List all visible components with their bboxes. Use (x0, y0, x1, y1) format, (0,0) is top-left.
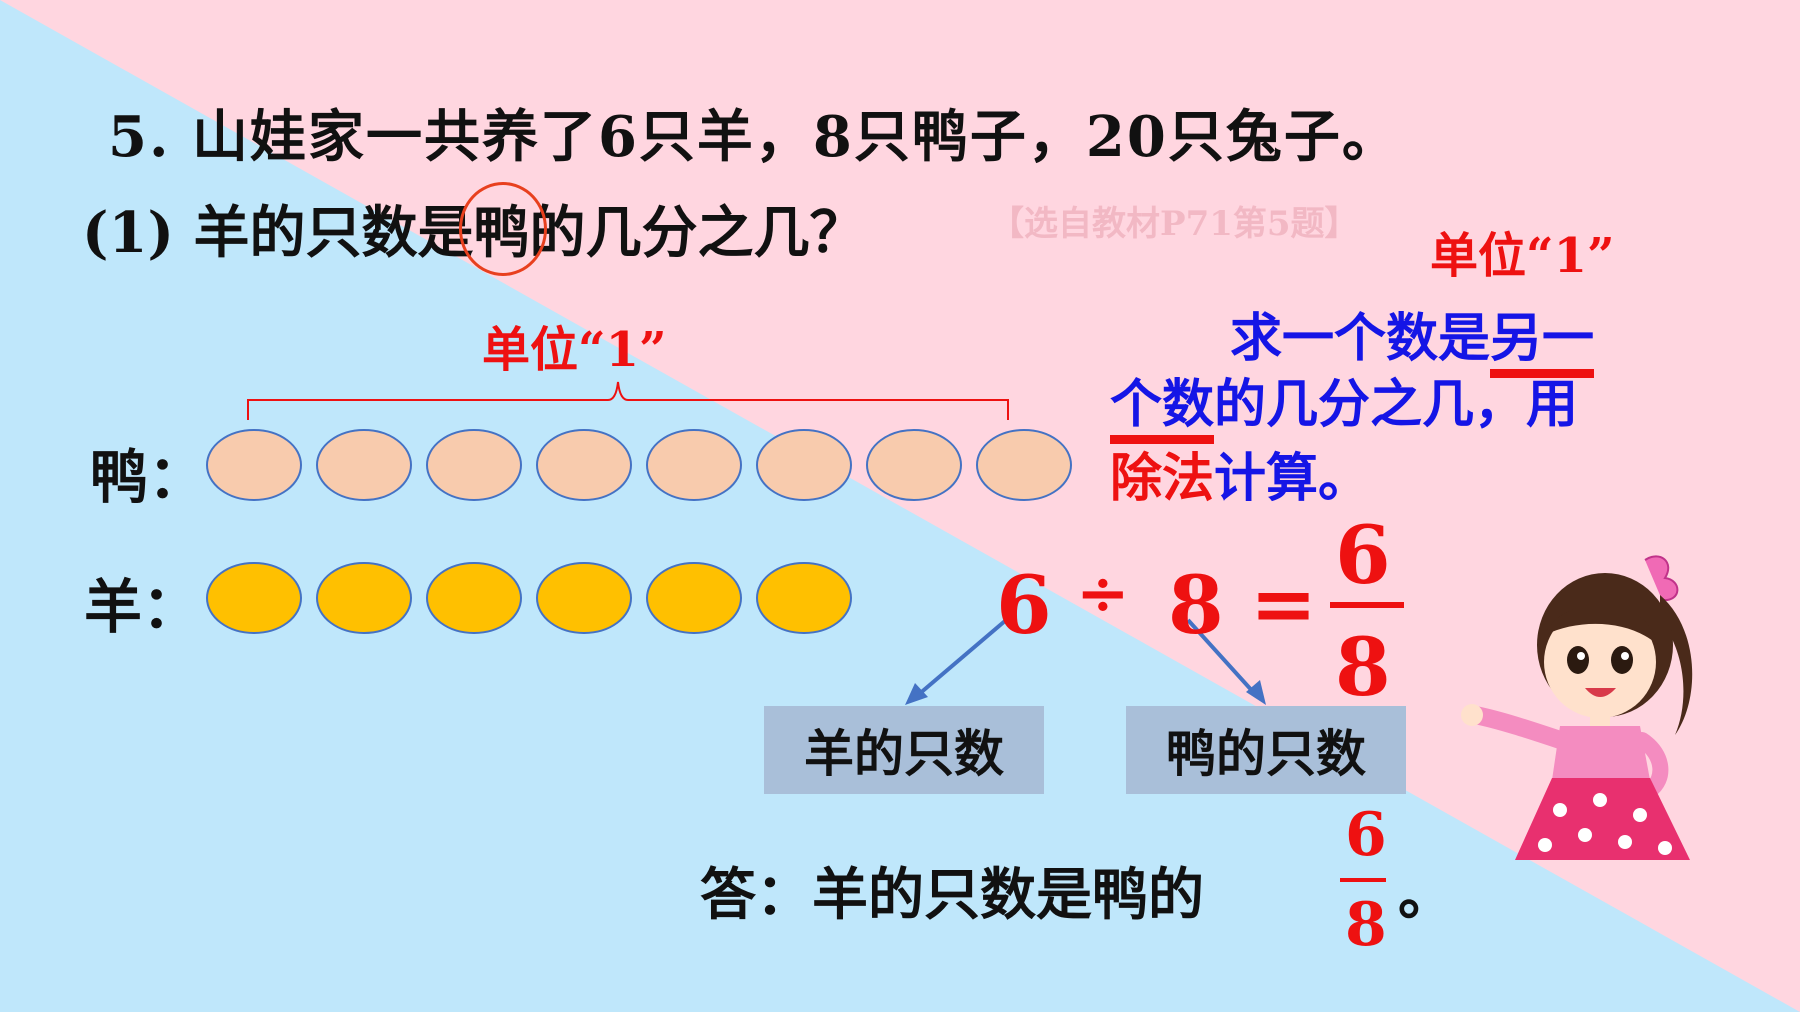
answer-denominator: 8 (1345, 890, 1387, 960)
red-circle-mark (459, 182, 548, 276)
duck-oval (866, 429, 962, 501)
duck-oval (206, 429, 302, 501)
answer-prefix: 答：羊的只数是鸭的 (700, 862, 1204, 928)
girl-illustration (1461, 555, 1693, 860)
duck-count-box: 鸭的只数 (1126, 706, 1406, 794)
circled-word: 鸭 (459, 182, 548, 276)
arrow-head-left (905, 683, 928, 705)
duck-oval (536, 429, 632, 501)
skirt (1515, 778, 1690, 860)
equation-divisor: 8 (1168, 558, 1224, 652)
arrow-to-sheep-count (916, 613, 1014, 697)
skirt-dot (1633, 808, 1647, 822)
sheep-row-label: 羊： (84, 573, 201, 641)
equation-equals: = (1250, 556, 1318, 650)
sheep-oval (426, 562, 522, 634)
duck-oval (756, 429, 852, 501)
left-eye (1567, 646, 1589, 674)
arrow-head-right (1246, 680, 1266, 705)
skirt-dot (1593, 793, 1607, 807)
sheep-oval (536, 562, 632, 634)
explanation-line-2: 个数的几分之几，用 (1110, 372, 1579, 444)
sheep-count-box: 羊的只数 (764, 706, 1044, 794)
question-before: (1) 羊的只数是 (82, 200, 474, 266)
answer-numerator: 6 (1345, 800, 1387, 870)
neck (1590, 712, 1610, 726)
skirt-dot (1538, 838, 1552, 852)
skirt-dot (1578, 828, 1592, 842)
face (1544, 606, 1656, 718)
duck-oval (646, 429, 742, 501)
duck-oval (426, 429, 522, 501)
explanation-underlined-text: 个数 (1110, 374, 1215, 444)
sheep-oval (206, 562, 302, 634)
duck-ovals (206, 429, 1072, 501)
duck-oval (976, 429, 1072, 501)
unit-one-label-diagram: 单位“1” (482, 322, 667, 378)
sheep-oval (316, 562, 412, 634)
pointing-hand (1461, 704, 1483, 726)
explanation-line-1: 求一个数是另一 (1230, 306, 1595, 378)
equation-fraction-bar (1330, 602, 1404, 608)
bangs (1545, 604, 1658, 645)
question-line: (1) 羊的只数是鸭的几分之几？ (82, 182, 866, 276)
explanation-highlight-text: 除法 (1110, 448, 1215, 509)
equation-numerator: 6 (1335, 508, 1391, 602)
explanation-text: 的几分之几，用 (1214, 374, 1579, 435)
mouth (1585, 688, 1616, 697)
question-after: 的几分之几？ (529, 200, 866, 266)
answer-fraction-bar (1340, 878, 1386, 882)
right-eye-shine (1621, 652, 1629, 660)
answer-suffix: 。 (1398, 862, 1454, 928)
equation-dividend: 6 (996, 558, 1052, 652)
pointing-arm (1466, 706, 1569, 749)
explanation-text: 计算。 (1214, 448, 1371, 509)
sheep-oval (756, 562, 852, 634)
skirt-dot (1658, 841, 1672, 855)
blouse (1552, 726, 1650, 780)
unit-one-label-right: 单位“1” (1430, 228, 1615, 284)
explanation-underlined-text: 另一 (1490, 308, 1595, 378)
equation-divide-sign: ÷ (1076, 556, 1130, 631)
explanation-text: 求一个数是 (1230, 308, 1491, 369)
arrow-to-duck-count (1186, 618, 1257, 696)
skirt-dot (1618, 835, 1632, 849)
hair-bow (1644, 555, 1679, 602)
duck-oval (316, 429, 412, 501)
unit-brace (247, 381, 1009, 420)
explanation-line-3: 除法计算。 (1110, 446, 1370, 512)
right-eye (1611, 646, 1633, 674)
left-eye-shine (1577, 652, 1585, 660)
problem-title: 5. 山娃家一共养了6只羊，8只鸭子，20只兔子。 (108, 104, 1400, 170)
equation-denominator: 8 (1335, 620, 1391, 714)
source-reference: 【选自教材P71第5题】 (990, 204, 1359, 244)
sheep-ovals (206, 562, 852, 634)
duck-row-label: 鸭： (90, 443, 207, 511)
skirt-dot (1553, 803, 1567, 817)
sheep-oval (646, 562, 742, 634)
